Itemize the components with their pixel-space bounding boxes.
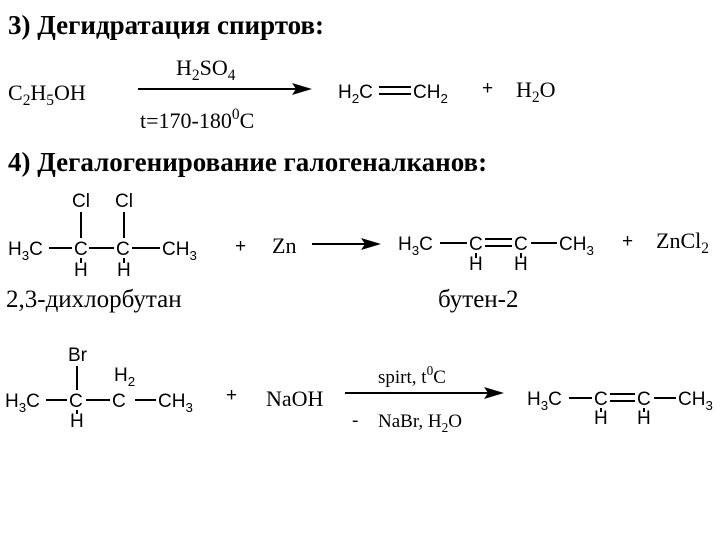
carbon-2: C <box>69 391 83 412</box>
bromine-atom: Br <box>68 345 88 366</box>
carbon-3: C <box>514 234 528 255</box>
reaction-arrow-1 <box>138 83 312 95</box>
methyl-group-left: H3C <box>8 239 43 263</box>
carbon-3: C <box>112 391 126 412</box>
water-formula: H2O <box>516 77 555 106</box>
reaction-arrow-3 <box>345 387 504 399</box>
methylene-hydrogens: H2 <box>114 365 135 389</box>
ethanol-formula: C2H5OH <box>8 80 86 109</box>
methyl-group-right: CH3 <box>162 239 197 263</box>
hydrogen-atom-1: H <box>469 254 483 275</box>
sulfuric-acid-reagent: H2SO4 <box>176 55 236 84</box>
chlorine-atom-1: Cl <box>72 191 90 212</box>
zinc-reagent: Zn <box>272 233 296 258</box>
ethylene-right-group: CH2 <box>413 82 448 106</box>
eliminated-products: NaBr, H2O <box>378 411 462 435</box>
hydrogen-atom: H <box>70 411 84 432</box>
methyl-group-right: CH3 <box>158 391 193 415</box>
carbon-2: C <box>74 239 88 260</box>
carbon-2: C <box>594 389 608 410</box>
bromobutane-structure: Br H3C C C H2 CH3 H <box>5 345 193 432</box>
section3-heading: 3) Дегидратация спиртов: <box>8 10 324 40</box>
hydrogen-atom-2: H <box>117 260 131 281</box>
hydrogen-atom-1: H <box>594 408 608 429</box>
methyl-group-left: H3C <box>527 389 562 413</box>
chlorine-atom-2: Cl <box>115 191 133 212</box>
temperature-condition: t=170-1800C <box>140 106 254 133</box>
minus-sign: - <box>352 410 358 431</box>
double-bond <box>379 86 411 95</box>
sodium-hydroxide-reagent: NaOH <box>266 386 324 411</box>
plus-sign-1: + <box>235 236 246 257</box>
plus-sign: + <box>482 78 493 99</box>
product-name-caption: бутен-2 <box>438 286 519 313</box>
methyl-group-left: H3C <box>398 234 433 258</box>
dichlorobutane-structure: H3C C C CH3 Cl Cl H H <box>8 191 197 281</box>
plus-sign-2: + <box>622 231 633 252</box>
methyl-group-right: CH3 <box>559 234 594 258</box>
carbon-3: C <box>116 239 130 260</box>
section4-heading: 4) Дегалогенирование галогеналканов: <box>8 147 487 177</box>
butene-structure: H3C C C CH3 H H <box>398 234 594 275</box>
hydrogen-atom-2: H <box>514 254 528 275</box>
carbon-2: C <box>469 234 483 255</box>
zinc-chloride-formula: ZnCl2 <box>656 228 709 257</box>
reaction-arrow-2 <box>312 238 381 250</box>
solvent-temperature-condition: spirt, t0C <box>378 363 446 388</box>
carbon-3: C <box>637 389 651 410</box>
plus-sign: + <box>226 385 237 406</box>
methyl-group-left: H3C <box>5 391 40 415</box>
reactant-name-caption: 2,3-дихлорбутан <box>6 286 182 313</box>
hydrogen-atom-1: H <box>74 260 88 281</box>
hydrogen-atom-2: H <box>637 408 651 429</box>
butene-product-structure: H3C C C CH3 H H <box>527 389 713 429</box>
ethylene-left-group: H2C <box>338 82 373 106</box>
methyl-group-right: CH3 <box>678 389 713 413</box>
